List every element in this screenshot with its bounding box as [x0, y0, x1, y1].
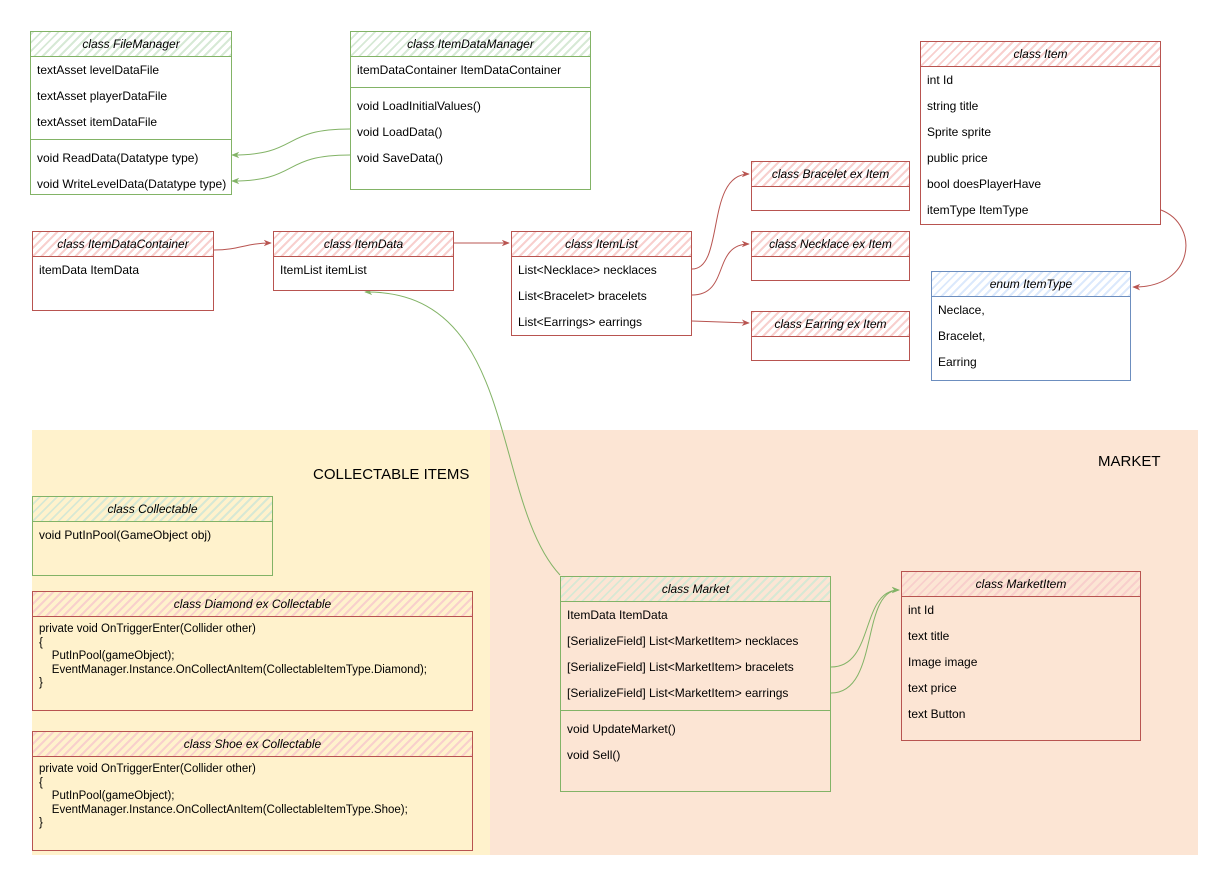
- class-title: class MarketItem: [902, 572, 1140, 597]
- class-filemanager[interactable]: class FileManager textAsset levelDataFil…: [30, 31, 232, 195]
- method: void Sell(): [567, 748, 621, 762]
- link-necklaces-bracelet: [691, 170, 750, 270]
- class-title: class Diamond ex Collectable: [33, 592, 472, 617]
- link-loaddata-readdata: [231, 128, 351, 159]
- field: ItemList itemList: [280, 263, 367, 277]
- enum-itemtype[interactable]: enum ItemType Neclace, Bracelet, Earring: [931, 271, 1131, 381]
- field: text title: [908, 629, 950, 643]
- field: string title: [927, 99, 979, 113]
- divider: [561, 710, 830, 711]
- link-savedata-writeleveldata: [231, 154, 351, 185]
- enum-value: Bracelet,: [938, 329, 986, 343]
- class-itemlist[interactable]: class ItemList List<Necklace> necklaces …: [511, 231, 692, 336]
- class-title: class Bracelet ex Item: [752, 162, 909, 187]
- class-title: class Earring ex Item: [752, 312, 909, 337]
- field: [SerializeField] List<MarketItem> bracel…: [567, 660, 794, 674]
- field: Image image: [908, 655, 978, 669]
- method: void WriteLevelData(Datatype type): [37, 177, 227, 191]
- class-title: class ItemList: [512, 232, 691, 257]
- class-title: class Collectable: [33, 497, 272, 522]
- field: int Id: [908, 603, 935, 617]
- method-body: private void OnTriggerEnter(Collider oth…: [39, 763, 408, 829]
- enum-value: Neclace,: [938, 303, 985, 317]
- enum-title: enum ItemType: [932, 272, 1130, 297]
- link-bracelets-necklace: [691, 240, 750, 296]
- field: text Button: [908, 707, 966, 721]
- class-bracelet[interactable]: class Bracelet ex Item: [751, 161, 910, 211]
- field: List<Earrings> earrings: [518, 315, 643, 329]
- market-label: MARKET: [1098, 453, 1161, 470]
- class-itemdata[interactable]: class ItemData ItemList itemList: [273, 231, 454, 291]
- field: List<Necklace> necklaces: [518, 263, 657, 277]
- method: void LoadInitialValues(): [357, 99, 481, 113]
- method-body: private void OnTriggerEnter(Collider oth…: [39, 623, 427, 689]
- link-container-itemdata: [213, 239, 272, 251]
- field: Sprite sprite: [927, 125, 992, 139]
- class-title: class ItemData: [274, 232, 453, 257]
- method: void LoadData(): [357, 125, 443, 139]
- class-title: class Market: [561, 577, 830, 602]
- class-necklace[interactable]: class Necklace ex Item: [751, 231, 910, 281]
- class-item[interactable]: class Item int Id string title Sprite sp…: [920, 41, 1161, 225]
- field: int Id: [927, 73, 954, 87]
- method: void PutInPool(GameObject obj): [39, 528, 212, 542]
- method: void UpdateMarket(): [567, 722, 676, 736]
- class-title: class FileManager: [31, 32, 231, 57]
- divider: [351, 87, 590, 88]
- class-title: class Shoe ex Collectable: [33, 732, 472, 757]
- field: [SerializeField] List<MarketItem> earrin…: [567, 686, 789, 700]
- field: textAsset levelDataFile: [37, 63, 160, 77]
- field: ItemData ItemData: [567, 608, 668, 622]
- field: itemDataContainer ItemDataContainer: [357, 63, 562, 77]
- class-title: class ItemDataContainer: [33, 232, 213, 257]
- field: itemData ItemData: [39, 263, 140, 277]
- method: void ReadData(Datatype type): [37, 151, 199, 165]
- field: textAsset playerDataFile: [37, 89, 168, 103]
- field: [SerializeField] List<MarketItem> neckla…: [567, 634, 799, 648]
- class-diamond[interactable]: class Diamond ex Collectable private voi…: [32, 591, 473, 711]
- field: public price: [927, 151, 988, 165]
- link-earrings-earring: [691, 319, 750, 326]
- enum-value: Earring: [938, 355, 977, 369]
- class-marketitem[interactable]: class MarketItem int Id text title Image…: [901, 571, 1141, 741]
- class-title: class ItemDataManager: [351, 32, 590, 57]
- collectable-items-label: COLLECTABLE ITEMS: [313, 466, 470, 483]
- class-itemdatamanager[interactable]: class ItemDataManager itemDataContainer …: [350, 31, 591, 190]
- class-title: class Necklace ex Item: [752, 232, 909, 257]
- class-title: class Item: [921, 42, 1160, 67]
- class-market[interactable]: class Market ItemData ItemData [Serializ…: [560, 576, 831, 792]
- class-earring[interactable]: class Earring ex Item: [751, 311, 910, 361]
- field: List<Bracelet> bracelets: [518, 289, 647, 303]
- field: textAsset itemDataFile: [37, 115, 158, 129]
- divider: [31, 139, 231, 140]
- class-collectable[interactable]: class Collectable void PutInPool(GameObj…: [32, 496, 273, 576]
- method: void SaveData(): [357, 151, 444, 165]
- field: bool doesPlayerHave: [927, 177, 1042, 191]
- field: text price: [908, 681, 957, 695]
- class-itemdatacontainer[interactable]: class ItemDataContainer itemData ItemDat…: [32, 231, 214, 311]
- class-shoe[interactable]: class Shoe ex Collectable private void O…: [32, 731, 473, 851]
- field: itemType ItemType: [927, 203, 1029, 217]
